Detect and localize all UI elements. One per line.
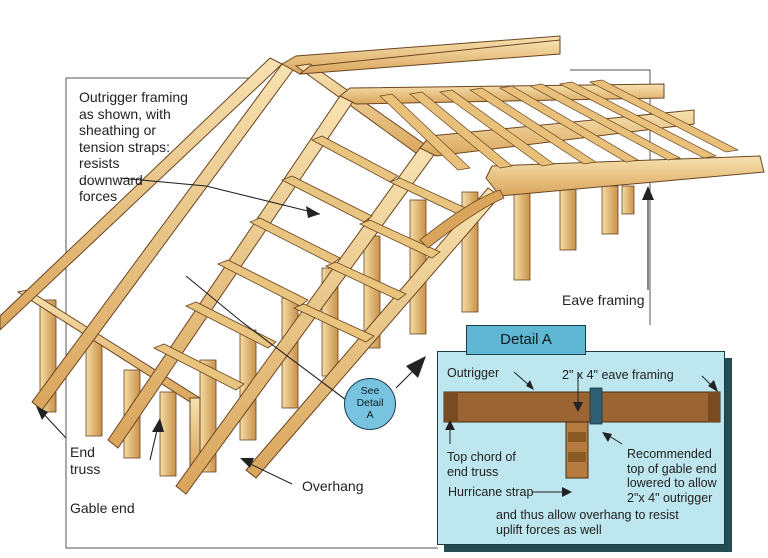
leader-lines	[39, 177, 649, 485]
note-line: Outrigger framing	[79, 89, 188, 105]
note-line: resists	[79, 155, 120, 171]
see-detail-line: See	[360, 385, 380, 397]
detail-hurricane-strap-label: Hurricane strap	[448, 485, 534, 499]
top-chord-line: end truss	[447, 464, 499, 479]
overhang-note-line: uplift forces as well	[496, 522, 602, 537]
arrowheads	[36, 186, 654, 468]
see-detail-badge: See Detail A	[344, 378, 396, 430]
note-line: tension straps:	[79, 138, 171, 155]
eave-framing-members	[298, 39, 765, 197]
detail-a-title: Detail A	[466, 325, 586, 355]
recommended-line: Recommended	[627, 447, 712, 461]
recommended-line: lowered to allow	[627, 476, 717, 490]
detail-eave-framing-label: 2" x 4" eave framing	[562, 368, 674, 382]
gable-end-label: Gable end	[70, 500, 135, 516]
detail-top-chord-label: Top chord of end truss	[447, 450, 516, 479]
overhang-note-line: and thus allow overhang to resist	[496, 508, 679, 522]
eave-framing-label: Eave framing	[562, 292, 645, 308]
note-line: as shown, with	[79, 105, 171, 122]
background-frame	[65, 69, 651, 549]
outrigger-framing-note: Outrigger framing as shown, with sheathi…	[79, 89, 188, 205]
detail-a-panel	[437, 351, 725, 545]
detail-outrigger-label: Outrigger	[447, 366, 500, 380]
note-line: downward	[79, 171, 143, 188]
roof-joists	[379, 79, 740, 171]
detail-overhang-note: and thus allow overhang to resist uplift…	[496, 508, 679, 537]
see-detail-line: A	[366, 409, 374, 421]
recommended-line: 2"x 4" outrigger	[627, 490, 713, 505]
end-truss-line: truss	[70, 460, 101, 477]
end-truss-label: End truss	[70, 444, 100, 477]
outrigger-rungs	[153, 135, 471, 391]
recommended-line: top of gable end	[627, 461, 717, 476]
gable-curve	[419, 189, 505, 249]
top-chord-line: Top chord of	[447, 450, 516, 464]
detail-a-illustration	[443, 371, 721, 497]
note-line: sheathing or	[79, 122, 157, 138]
end-truss-line: End	[70, 444, 95, 460]
detail-recommended-label: Recommended top of gable end lowered to …	[627, 447, 717, 505]
see-detail-line: Detail	[356, 397, 384, 409]
note-line: forces	[79, 188, 118, 204]
overhang-label: Overhang	[302, 478, 364, 494]
